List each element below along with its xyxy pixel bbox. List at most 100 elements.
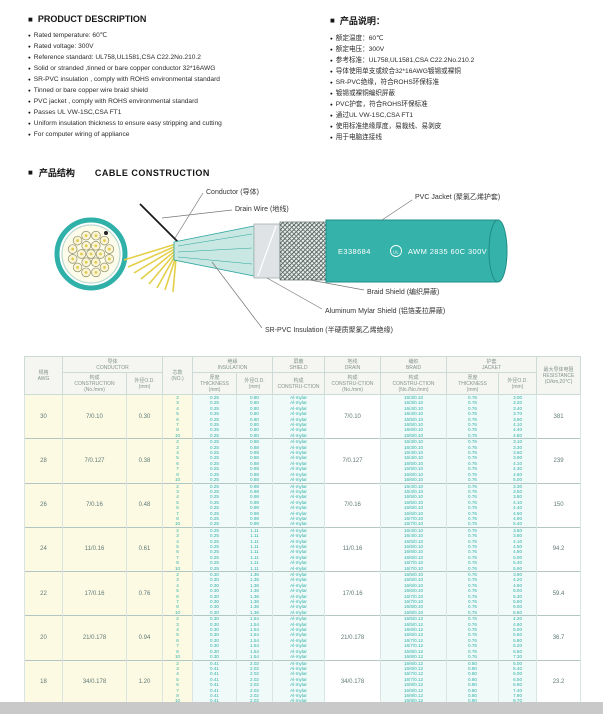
cell-drain: 7/0.10 xyxy=(324,393,382,439)
core-conductor-dot xyxy=(89,252,93,256)
cell-insod: 0.88 xyxy=(236,466,274,472)
bullet-text: Tinned or bare copper wire braid shield xyxy=(33,87,148,94)
cell-jktod: 5.00 xyxy=(498,588,538,594)
cell-insod: 0.98 xyxy=(236,494,274,500)
bullet-item: ●Rated voltage: 300V xyxy=(28,41,320,52)
bullet-icon: ● xyxy=(28,110,31,115)
cell-insod: 2.02 xyxy=(236,687,274,693)
cell-shield: Al-mylar xyxy=(272,543,326,550)
cell-insod: 0.98 xyxy=(236,505,274,511)
header-awg: 规格 AWG xyxy=(24,356,63,395)
cell-jktod: 3.10 xyxy=(498,438,538,445)
bullet-item: ●For computer wiring of appliance xyxy=(28,129,320,140)
cell-insod: 1.11 xyxy=(236,543,274,550)
cell-shield: Al-mylar xyxy=(272,682,326,688)
cell-drain: 21/0.178 xyxy=(324,615,382,660)
cell-jktod: 5.40 xyxy=(498,665,538,672)
drain-wire-label: Drain Wire (地线) xyxy=(235,204,289,213)
top-section: ■ PRODUCT DESCRIPTION ●Rated temperature… xyxy=(28,14,589,143)
bullet-icon: ● xyxy=(28,33,31,38)
core-conductor-dot xyxy=(107,247,111,251)
cell-shield: Al-mylar xyxy=(272,560,326,566)
cell-insod: 1.36 xyxy=(236,582,274,589)
bullet-item: ●导体使用单支或绞合32*16AWG镀锡或裸铜 xyxy=(330,66,589,77)
cell-insod: 1.54 xyxy=(236,643,274,649)
header-insulation: 绝缘 INSULATION xyxy=(192,356,274,373)
bullet-item: ●Uniform insulation thickness to ensure … xyxy=(28,118,320,129)
construction-title-cn: 产品结构 xyxy=(38,168,75,178)
cell-shield: Al-mylar xyxy=(272,654,326,660)
cell-constr: 17/0.16 xyxy=(62,570,127,616)
cell-shield: Al-mylar xyxy=(272,416,326,423)
cell-insod: 1.11 xyxy=(236,533,274,539)
cell-awg: 22 xyxy=(24,570,63,616)
cell-jktod: 5.90 xyxy=(498,565,538,572)
cable-construction-diagram: E338684 UL AWM 2835 60C 300V Conductor (… xyxy=(54,187,508,334)
bullet-icon: ● xyxy=(28,121,31,126)
braid-section xyxy=(280,222,326,280)
cell-shield: Al-mylar xyxy=(272,582,326,589)
cell-awg: 20 xyxy=(24,615,63,660)
cell-insod: 0.80 xyxy=(236,427,274,433)
header-cores: 芯数 (NO.) xyxy=(162,356,194,395)
cell-insod: 1.36 xyxy=(236,577,274,583)
cell-jktod: 3.50 xyxy=(498,488,538,495)
cell-shield: Al-mylar xyxy=(272,405,326,412)
spec-table: 规格 AWG 导体 CONDUCTOR 芯数 (NO.) 绝缘 INSULATI… xyxy=(24,356,582,705)
cell-awg: 30 xyxy=(24,393,63,439)
bullet-icon: ● xyxy=(28,77,31,82)
bullet-text: SR-PVC绝缘，符合ROHS环保标准 xyxy=(335,79,440,86)
cell-jktod: 3.50 xyxy=(498,526,538,534)
cell-shield: Al-mylar xyxy=(272,533,326,539)
bullet-text: SR-PVC insulation , comply with ROHS env… xyxy=(33,76,220,83)
core-conductor-dot xyxy=(84,234,88,238)
cell-res: 59.4 xyxy=(536,570,582,616)
cell-od: 0.38 xyxy=(125,438,164,483)
cell-jktod: 4.90 xyxy=(498,515,538,522)
braid-shield-label: Braid Shield (编织屏蔽) xyxy=(367,287,439,296)
cell-constr: 21/0.178 xyxy=(62,615,127,660)
cable-cross-section xyxy=(54,217,128,291)
core-conductor-dot xyxy=(84,270,88,274)
cell-insod: 0.88 xyxy=(236,450,274,456)
bullet-icon: ● xyxy=(330,124,333,129)
cell-insod: 2.02 xyxy=(236,659,274,666)
leader-lines xyxy=(161,192,413,329)
cell-shield: Al-mylar xyxy=(272,698,326,705)
bullet-icon: ● xyxy=(28,99,31,104)
cell-jktod: 4.80 xyxy=(498,549,538,555)
cell-awg: 18 xyxy=(24,659,63,705)
cell-shield: Al-mylar xyxy=(272,494,326,500)
bullet-icon: ● xyxy=(330,102,333,107)
cell-awg: 28 xyxy=(24,438,63,483)
cell-insod: 0.80 xyxy=(236,411,274,417)
cell-jktod: 5.00 xyxy=(498,627,538,633)
cell-insod: 0.80 xyxy=(236,400,274,406)
cell-drain: 7/0.16 xyxy=(324,482,382,528)
header-insulation-od: 外径O.D. (mm) xyxy=(236,372,274,395)
bullet-text: Solid or stranded ,tinned or bare copper… xyxy=(33,65,216,72)
cell-insod: 0.80 xyxy=(236,394,274,401)
bullet-item: ●PVC jacket , comply with ROHS environme… xyxy=(28,96,320,107)
core-conductor-dot xyxy=(94,244,98,248)
bullet-icon: ● xyxy=(28,55,31,60)
cell-shield: Al-mylar xyxy=(272,450,326,456)
cell-jktod: 6.00 xyxy=(498,604,538,610)
cell-jktod: 6.20 xyxy=(498,643,538,649)
cell-shield: Al-mylar xyxy=(272,577,326,583)
cell-shield: Al-mylar xyxy=(272,549,326,555)
cell-insod: 2.02 xyxy=(236,682,274,688)
